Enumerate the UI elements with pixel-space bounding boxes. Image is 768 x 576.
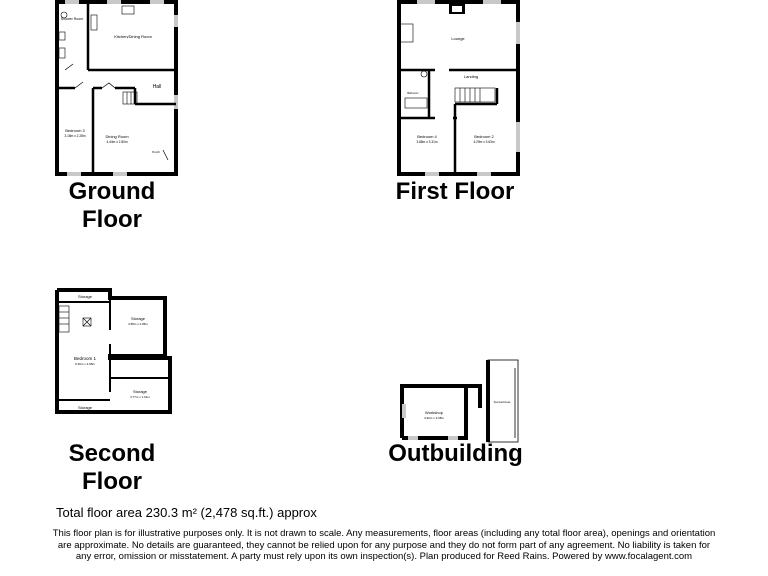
total-floor-area: Total floor area 230.3 m² (2,478 sq.ft.)… xyxy=(56,505,317,520)
first-floor-title: First Floor xyxy=(395,178,515,205)
room-label: Summerhouse xyxy=(494,400,511,404)
first-floor-plan: Lounge Landing Bathroom Bedroom 4 3.88m … xyxy=(397,0,522,178)
room-size: 4.44m x 2.80m xyxy=(106,140,127,144)
room-label: Bedroom 3 xyxy=(65,128,85,133)
floor-title-line: Floor xyxy=(82,468,142,495)
room-size: 3.58m x 2.86m xyxy=(128,322,148,326)
room-label: Storage xyxy=(131,316,146,321)
room-label: Storage xyxy=(78,294,93,299)
room-size: 4.29m x 3.63m xyxy=(473,140,494,144)
room-size: 3.77m x 1.61m xyxy=(130,395,150,399)
room-label: Shower Room xyxy=(61,17,83,21)
floor-title-line: Ground xyxy=(68,178,156,205)
room-label: Bathroom xyxy=(407,91,418,95)
outbuilding-plan: Workshop 3.92m x 3.08m Summerhouse xyxy=(398,358,523,443)
room-label: Porch xyxy=(152,150,160,154)
room-label: Storage xyxy=(78,405,93,410)
ground-floor-plan: Shower Room Kitchen/Dining Room Hall Bed… xyxy=(55,0,180,178)
room-label: Dining Room xyxy=(105,134,129,139)
disclaimer-text: This floor plan is for illustrative purp… xyxy=(52,528,716,562)
room-label: Lounge xyxy=(451,36,465,41)
room-size: 3.92m x 3.08m xyxy=(424,416,444,420)
room-label: Kitchen/Dining Room xyxy=(114,34,152,39)
ground-floor-title: Ground Floor xyxy=(52,178,172,234)
room-size: 3.18m x 2.28m xyxy=(64,134,85,138)
room-size: 6.30m x 3.08m xyxy=(75,362,95,366)
room-label: Bedroom 4 xyxy=(417,134,437,139)
second-floor-title: Second Floor xyxy=(52,440,172,496)
room-label: Landing xyxy=(464,74,478,79)
room-label: Bedroom 1 xyxy=(74,356,97,361)
room-label: Storage xyxy=(133,389,148,394)
outbuilding-title: Outbuilding xyxy=(388,440,523,467)
floor-title-line: Floor xyxy=(82,206,142,233)
room-size: 3.88m x 3.31m xyxy=(416,140,437,144)
second-floor-plan: Storage Storage 3.58m x 2.86m Bedroom 1 … xyxy=(55,288,180,416)
room-label: Workshop xyxy=(425,410,444,415)
room-label: Bedroom 2 xyxy=(474,134,494,139)
floor-title-line: Second xyxy=(68,440,156,467)
room-label: Hall xyxy=(153,84,162,90)
